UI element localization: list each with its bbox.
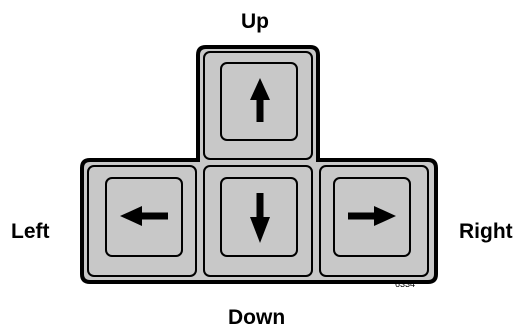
right-label: Right bbox=[459, 220, 513, 243]
down-key[interactable] bbox=[203, 165, 313, 277]
down-label: Down bbox=[228, 306, 286, 329]
right-key[interactable] bbox=[319, 165, 429, 277]
left-label: Left bbox=[11, 220, 50, 243]
up-label: Up bbox=[241, 10, 269, 33]
arrow-up-icon bbox=[250, 78, 270, 122]
up-key[interactable] bbox=[203, 51, 313, 160]
arrow-left-icon bbox=[120, 206, 168, 226]
arrow-down-icon bbox=[250, 193, 270, 243]
left-key[interactable] bbox=[87, 165, 197, 277]
arrow-right-icon bbox=[348, 206, 396, 226]
